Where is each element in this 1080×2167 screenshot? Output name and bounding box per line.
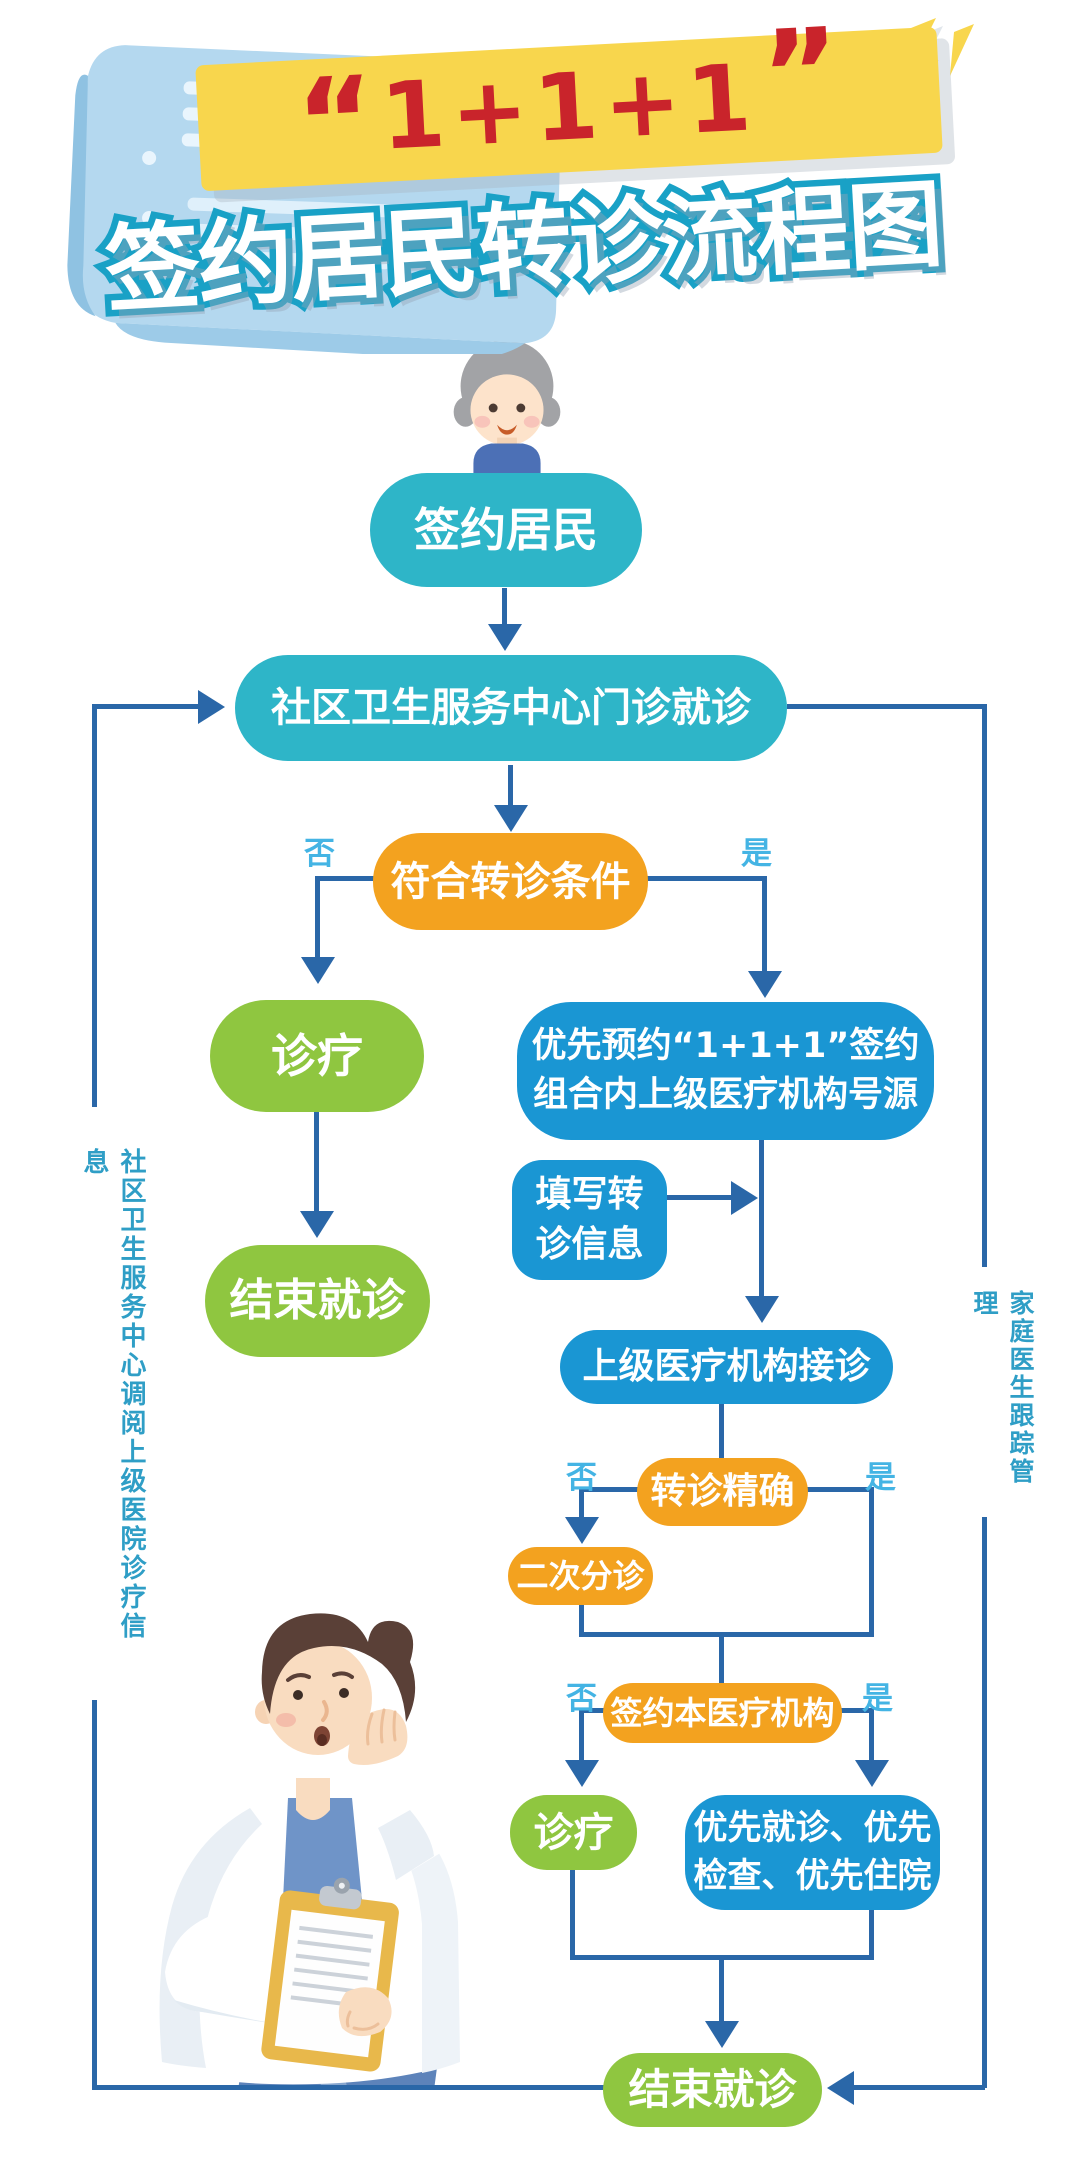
connector-right-loop-bottom [853, 2085, 985, 2090]
connector-accurate-no-h [582, 1487, 639, 1492]
flow-node-treatment-no: 诊疗 [210, 1000, 424, 1112]
node-label: 诊疗 [533, 1809, 614, 1856]
flow-node-priority-service: 优先就诊、优先 检查、优先住院 [685, 1795, 940, 1910]
arrowhead-resident-clinic [488, 624, 522, 651]
connector-booking-higher [759, 1140, 764, 1300]
connector-merge2-end [719, 1958, 724, 2024]
node-label-line2: 诊信息 [535, 1224, 644, 1265]
arrowhead-signed-yes [855, 1760, 889, 1787]
connector-left-loop-upper [92, 704, 97, 1107]
label-check-no: 否 [304, 836, 335, 872]
connector-triage-merge [579, 1605, 584, 1637]
node-label: 诊疗 [271, 1028, 363, 1083]
node-label-line2: 组合内上级医疗机构号源 [532, 1075, 918, 1115]
node-label: 社区卫生服务中心门诊就诊 [271, 685, 751, 731]
node-label: 转诊精确 [650, 1470, 795, 1512]
arrowhead-accurate-no [565, 1517, 599, 1544]
node-label-line2: 检查、优先住院 [693, 1855, 932, 1896]
arrowhead-check-no [301, 957, 335, 984]
node-label: 上级医疗机构接诊 [582, 1345, 871, 1387]
arrowhead-into-end-visit [827, 2071, 854, 2105]
node-label: 二次分诊 [516, 1556, 645, 1595]
arrowhead-into-clinic [198, 690, 225, 724]
connector-right-loop-lower [982, 1517, 987, 2088]
connector-treatment-end [314, 1112, 319, 1215]
connector-fill-referral [667, 1195, 733, 1200]
node-label: 结束就诊 [229, 1275, 406, 1327]
connector-clinic-check [508, 765, 513, 809]
open-quote: “ [292, 51, 379, 195]
flow-node-referral-accurate: 转诊精确 [637, 1458, 808, 1526]
doctor-illustration [159, 1613, 460, 2090]
flow-node-community-clinic: 社区卫生服务中心门诊就诊 [235, 655, 787, 761]
connector-loop-into-clinic [95, 704, 201, 709]
connector-treatment2-merge [570, 1870, 575, 1960]
connector-accurate-no-v [579, 1487, 584, 1521]
connector-priority-merge [869, 1910, 874, 1960]
flow-node-signed-here: 签约本医疗机构 [603, 1683, 842, 1743]
connector-left-loop-lower [92, 1700, 97, 2090]
connector-accurate-yes-h [806, 1487, 874, 1492]
arrowhead-booking-higher [745, 1296, 779, 1323]
connector-resident-clinic [502, 588, 507, 628]
connector-right-loop-upper [982, 704, 987, 1267]
node-label: 结束就诊 [628, 2064, 797, 2114]
flow-node-second-triage: 二次分诊 [508, 1547, 653, 1605]
close-quote: ” [758, 2, 845, 146]
flow-node-end-visit: 结束就诊 [603, 2053, 822, 2127]
node-label: 签约本医疗机构 [610, 1693, 835, 1732]
flow-node-referral-check: 符合转诊条件 [373, 833, 648, 930]
arrowhead-signed-no [565, 1760, 599, 1787]
flow-node-priority-booking: 优先预约“1+1+1”签约 组合内上级医疗机构号源 [517, 1002, 934, 1140]
arrowhead-check-yes [748, 971, 782, 998]
flow-node-resident: 签约居民 [370, 473, 642, 587]
label-accurate-no: 否 [566, 1460, 597, 1496]
connector-merge1-signed [719, 1635, 724, 1683]
node-label: 签约居民 [414, 502, 598, 557]
connector-check-yes-h [646, 876, 767, 881]
arrowhead-treatment-end [300, 1211, 334, 1238]
flow-node-end-visit-no: 结束就诊 [205, 1245, 430, 1357]
label-check-yes: 是 [741, 836, 772, 872]
arrowhead-fill-referral [731, 1181, 758, 1215]
label-signed-no: 否 [566, 1681, 597, 1717]
arrowhead-clinic-check [494, 805, 528, 832]
connector-merge1 [579, 1632, 874, 1637]
node-label-line1: 优先预约“1+1+1”签约 [531, 1026, 920, 1066]
label-signed-yes: 是 [862, 1681, 893, 1717]
connector-left-loop-bottom [92, 2085, 604, 2090]
connector-signed-no-v [579, 1708, 584, 1764]
connector-check-no-h [318, 876, 376, 881]
label-accurate-yes: 是 [865, 1460, 896, 1496]
arrowhead-merge2-end [705, 2021, 739, 2048]
connector-higher-accurate [719, 1403, 724, 1460]
flow-node-treatment-yes: 诊疗 [510, 1795, 637, 1870]
side-note-right: 家庭医生跟踪管理 [970, 1290, 1035, 1486]
title-number: 1+1+1 [378, 44, 760, 171]
side-note-left: 社区卫生服务中心调阅上级医院诊疗信息 [79, 1148, 146, 1641]
connector-signed-yes-h [840, 1708, 874, 1713]
connector-merge2 [570, 1955, 874, 1960]
node-label-line1: 优先就诊、优先 [693, 1807, 932, 1848]
flow-node-higher-hospital: 上级医疗机构接诊 [560, 1330, 893, 1404]
node-label: 符合转诊条件 [390, 858, 631, 905]
node-label-line1: 填写转 [535, 1173, 644, 1215]
connector-signed-no-h [582, 1708, 606, 1713]
connector-signed-yes-v [869, 1708, 874, 1764]
connector-clinic-to-right-loop [787, 704, 985, 709]
flow-node-fill-referral: 填写转 诊信息 [512, 1160, 667, 1280]
connector-check-no-v [315, 876, 320, 961]
connector-check-yes-v [762, 876, 767, 975]
connector-accurate-yes-v [869, 1487, 874, 1637]
